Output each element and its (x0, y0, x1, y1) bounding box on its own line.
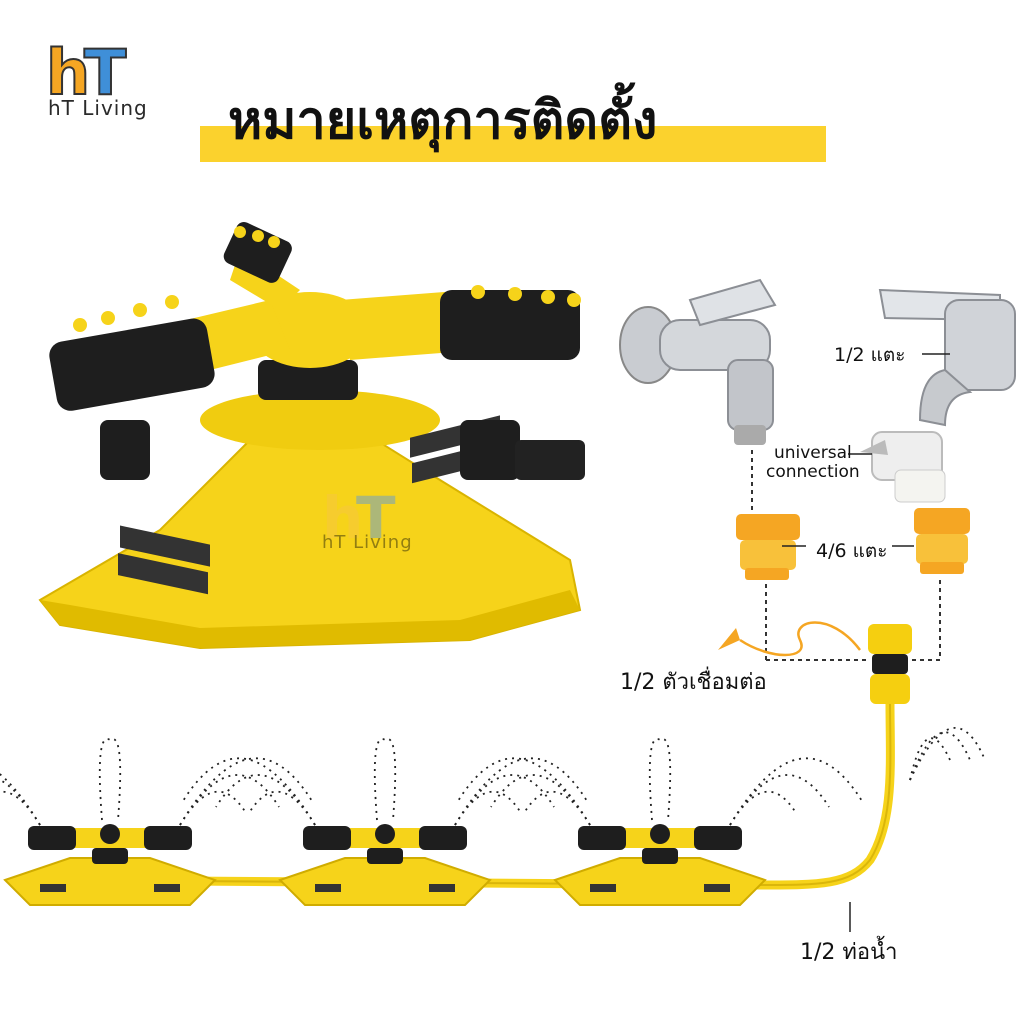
label-connector: 1/2 ตัวเชื่อมต่อ (620, 670, 767, 695)
small-sprinkler-icon (278, 824, 492, 906)
label-4-6-tap: 4/6 แตะ (816, 540, 888, 562)
watermark-logo: h T (322, 484, 396, 552)
svg-text:h: h (46, 36, 90, 109)
large-sprinkler-icon (38, 222, 585, 650)
label-universal-connection: universal connection (766, 444, 860, 482)
brand-name: hT Living (48, 96, 148, 120)
adapter-right-icon (914, 508, 970, 574)
label-universal-line2: connection (766, 462, 860, 482)
faucet-left-icon (619, 278, 777, 445)
svg-text:T: T (84, 36, 126, 109)
svg-text:h: h (322, 484, 363, 552)
svg-text:T: T (356, 484, 396, 552)
hose-connector-icon (868, 624, 912, 704)
label-universal-line1: universal (773, 443, 852, 463)
label-half-tap: 1/2 แตะ (834, 344, 906, 366)
watermark-text: hT Living (322, 532, 413, 553)
adapter-left-icon (736, 514, 800, 580)
small-sprinkler-icon (3, 824, 217, 906)
label-pipe: 1/2 ท่อน้ำ (800, 940, 898, 965)
page-title: หมายเหตุการติดตั้ง (228, 91, 658, 151)
title-highlight (200, 126, 826, 162)
faucet-right-icon (878, 288, 1016, 427)
brand-logo: h T (45, 36, 127, 110)
universal-connector-icon (860, 431, 946, 503)
small-sprinkler-icon (553, 824, 767, 906)
